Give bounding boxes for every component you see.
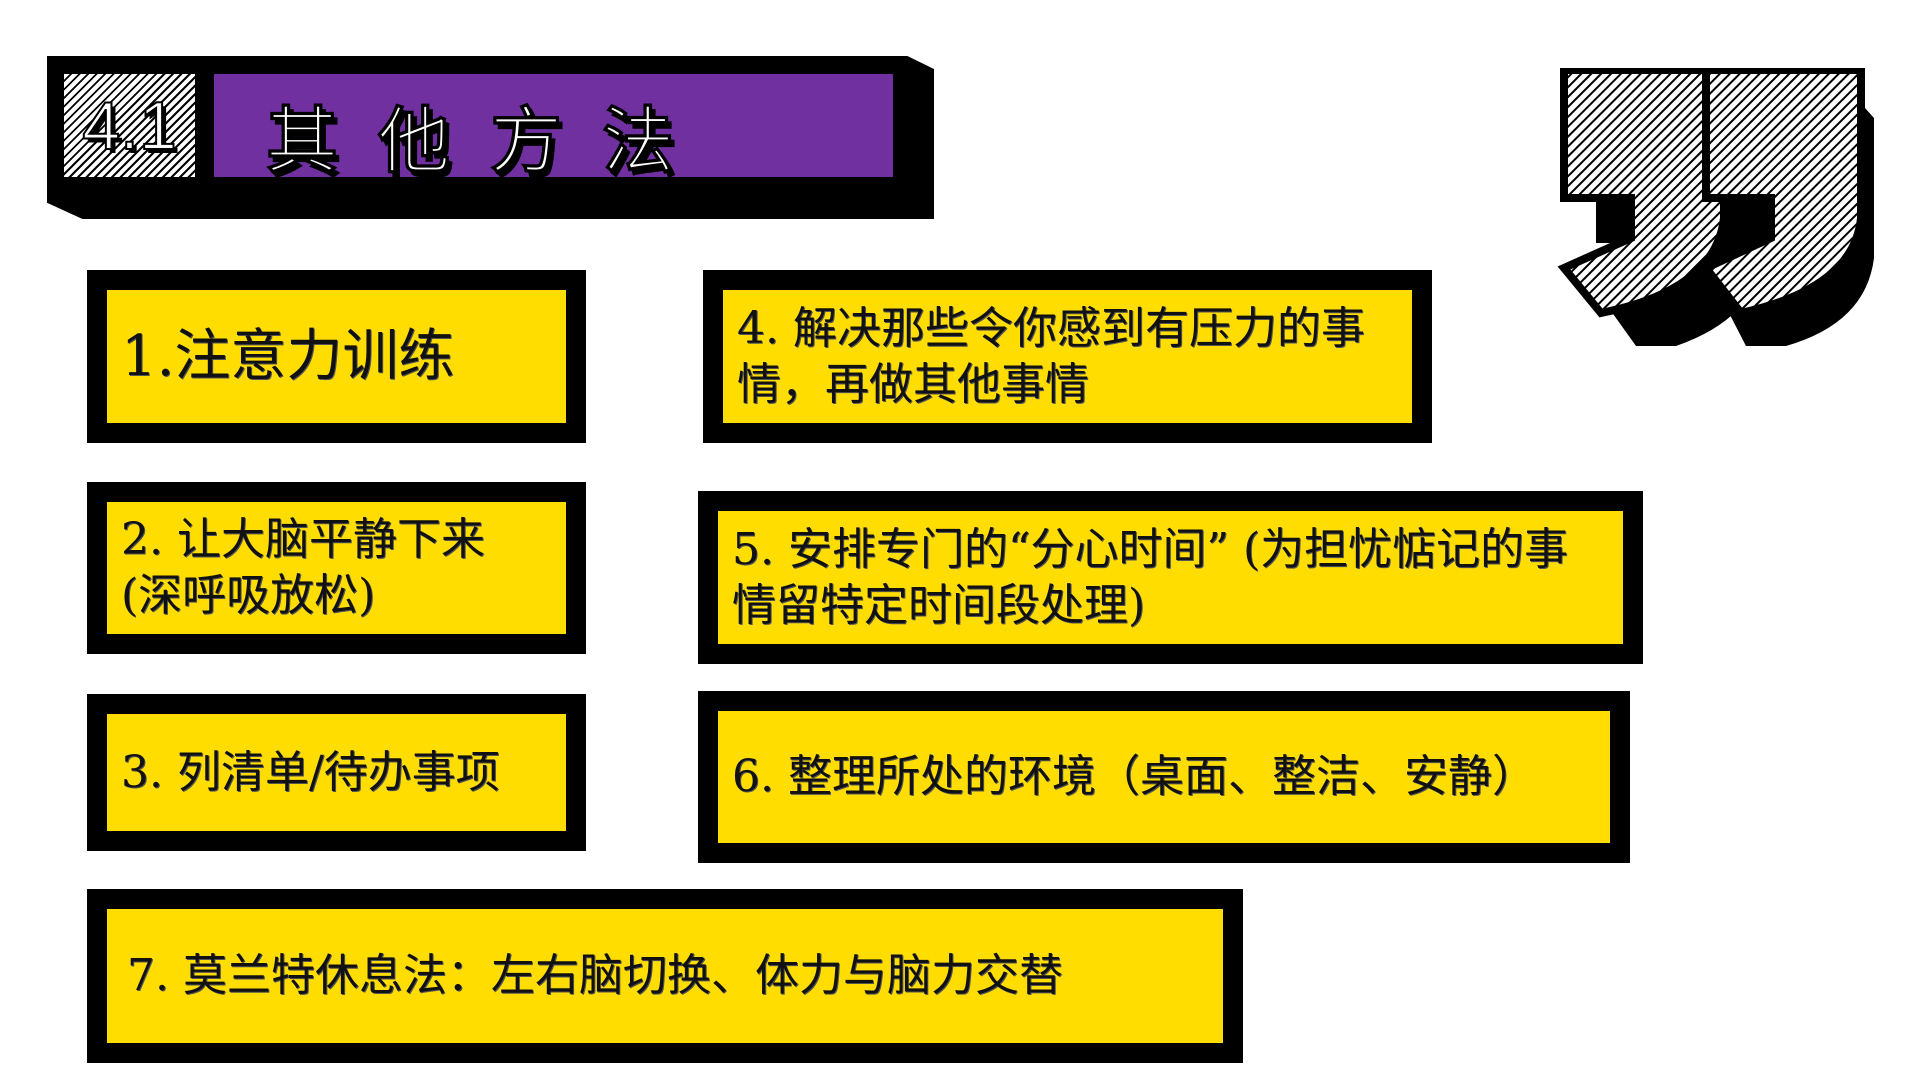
- section-number: 4.1: [81, 87, 178, 165]
- method-box-3: 3. 列清单/待办事项: [87, 694, 586, 851]
- closing-quote-icon: [1557, 68, 1874, 346]
- title-panel: 其他方法: [214, 74, 893, 184]
- section-number-badge: 4.1: [64, 74, 195, 177]
- method-text: 4. 解决那些令你感到有压力的事情，再做其他事情: [737, 302, 1365, 410]
- method-text: 5. 安排专门的“分心时间” (为担忧惦记的事情留特定时间段处理): [732, 523, 1569, 631]
- method-text: 1.注意力训练: [121, 323, 455, 389]
- method-text: 6. 整理所处的环境（桌面、整洁、安静）: [732, 751, 1536, 802]
- method-box-2: 2. 让大脑平静下来 (深呼吸放松): [87, 482, 586, 654]
- method-box-7: 7. 莫兰特休息法：左右脑切换、体力与脑力交替: [87, 889, 1243, 1063]
- method-text: 7. 莫兰特休息法：左右脑切换、体力与脑力交替: [127, 950, 1063, 1001]
- method-text: 3. 列清单/待办事项: [121, 746, 500, 798]
- method-box-1: 1.注意力训练: [87, 270, 586, 443]
- method-text: 2. 让大脑平静下来 (深呼吸放松): [121, 514, 485, 621]
- method-box-5: 5. 安排专门的“分心时间” (为担忧惦记的事情留特定时间段处理): [698, 491, 1643, 664]
- method-box-6: 6. 整理所处的环境（桌面、整洁、安静）: [698, 691, 1630, 863]
- method-box-4: 4. 解决那些令你感到有压力的事情，再做其他事情: [703, 270, 1432, 443]
- page-title: 其他方法: [265, 98, 715, 184]
